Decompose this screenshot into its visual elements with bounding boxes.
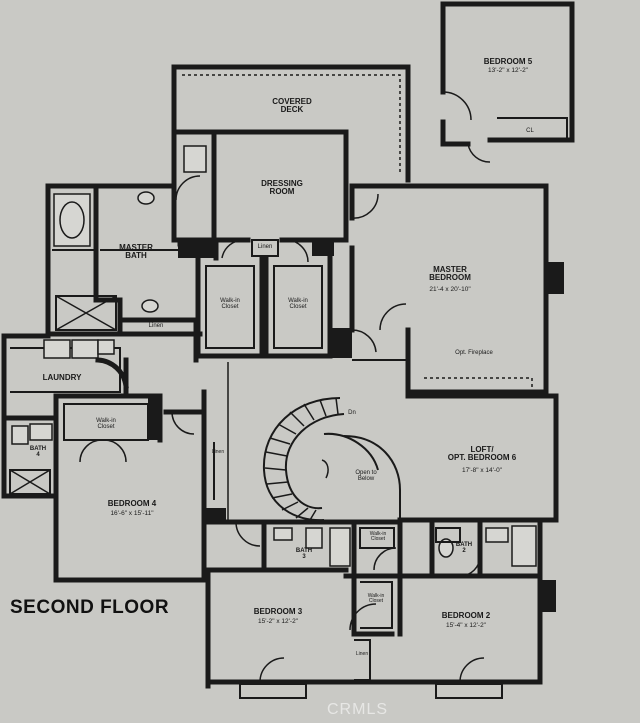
laundry-label: LAUNDRY	[42, 373, 82, 382]
bedroom-4-walkin-label: Walk-in Closet	[96, 418, 116, 431]
bath-2-label: BATH 2	[455, 542, 473, 555]
stair-down-label: Dn	[348, 410, 356, 416]
dressing-room-label: DRESSING ROOM	[261, 179, 303, 197]
bedroom-3-dimensions: 15'-2" x 12'-2"	[258, 618, 298, 625]
open-to-below-label: Open to Below	[355, 470, 377, 483]
bath-3-label: BATH 3	[295, 548, 313, 561]
watermark-logo: CRMLS	[327, 701, 389, 718]
master-bedroom-label: MASTER BEDROOM	[429, 265, 471, 283]
linen-hall-label: Linen	[211, 449, 225, 455]
bath-4-label: BATH 4	[29, 446, 47, 459]
master-bedroom-walls	[349, 183, 564, 395]
bedroom-2-label: BEDROOM 2	[441, 611, 491, 620]
walkin-closets-walls	[178, 237, 352, 359]
bedrooms-2-3-walls	[205, 567, 543, 699]
bedroom-4-label: BEDROOM 4	[107, 499, 157, 508]
master-bath-label: MASTER BATH	[119, 243, 153, 261]
bedroom-2-dimensions: 15'-4" x 12'-2"	[446, 622, 486, 629]
spiral-stair	[262, 397, 401, 522]
bedroom-3-label: BEDROOM 3	[253, 607, 303, 616]
covered-deck-label: COVERED DECK	[272, 97, 312, 115]
bedroom-3-walkin-label: Walk-in Closet	[367, 593, 385, 605]
master-bedroom-dimensions: 21'-4 x 20'-10"	[429, 286, 471, 293]
linen-bedroom-2-label: Linen	[355, 651, 369, 657]
linen-mid-label: Linen	[148, 323, 164, 329]
linen-top-label: Linen	[257, 244, 273, 250]
walkin-closet-left-label: Walk-in Closet	[220, 298, 240, 311]
bedroom-5-label: BEDROOM 5	[483, 57, 533, 66]
floor-title: SECOND FLOOR	[10, 597, 170, 618]
loft-dimensions: 17'-8" x 14'-0"	[462, 467, 502, 474]
bedroom-5-dimensions: 13'-2" x 12'-2"	[488, 67, 528, 74]
covered-deck-walls	[171, 64, 411, 183]
walkin-closet-right-label: Walk-in Closet	[288, 298, 308, 311]
loft-label: LOFT/ OPT. BEDROOM 6	[447, 445, 517, 463]
bedroom-5-closet-label: CL	[526, 128, 534, 134]
small-walkin-label: Walk-in Closet	[369, 531, 387, 543]
bathrooms-row-walls	[205, 519, 556, 683]
bedroom-5-walls	[440, 1, 575, 163]
bedroom-4-dimensions: 16'-6" x 15'-11"	[110, 510, 154, 517]
bedroom-4-walls	[1, 333, 226, 583]
fireplace-label: Opt. Fireplace	[455, 350, 493, 356]
